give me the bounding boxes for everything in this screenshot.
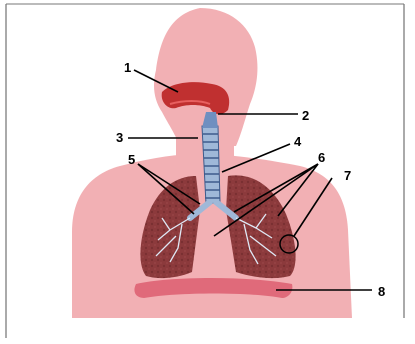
label-7: 7	[344, 168, 351, 183]
label-3: 3	[116, 130, 123, 145]
label-4: 4	[294, 134, 302, 149]
label-2: 2	[302, 108, 309, 123]
label-6: 6	[318, 150, 325, 165]
label-5: 5	[128, 152, 135, 167]
label-1: 1	[124, 60, 131, 75]
label-8: 8	[378, 284, 385, 299]
